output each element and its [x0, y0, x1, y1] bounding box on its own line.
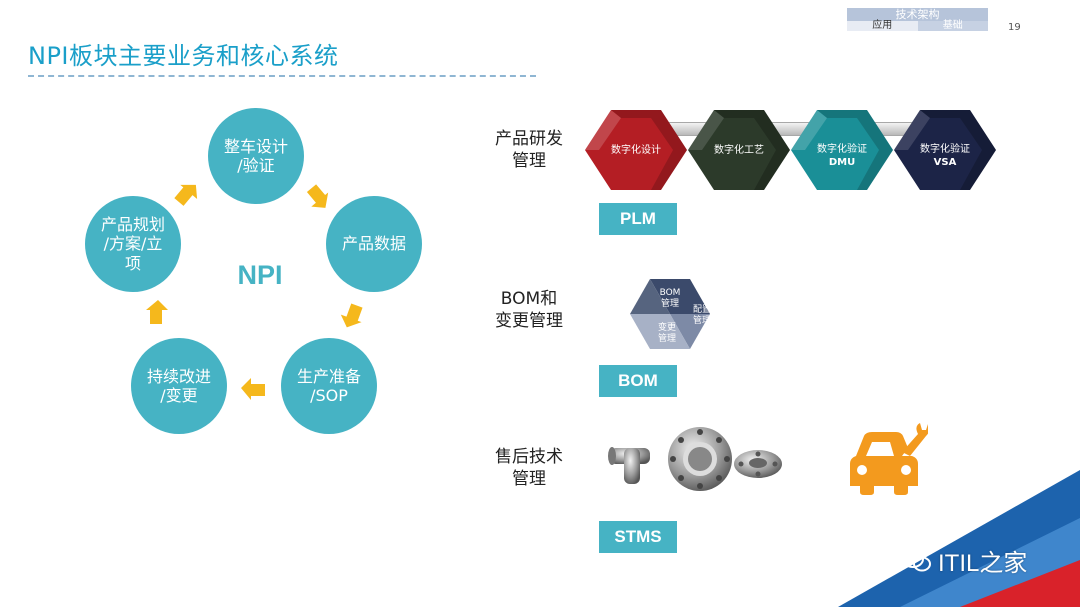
section-nav: 技术架构 应用 基础	[847, 8, 988, 31]
bom-seg-config-management: 配置 管理	[692, 305, 711, 326]
cycle-arrow-icon	[340, 303, 363, 328]
cycle-node-product-data: 产品数据	[326, 196, 422, 292]
diamond-digital-design-label: 数字化设计	[611, 145, 661, 156]
diamond-digital-process-label: 数字化工艺	[714, 145, 764, 156]
nav-section-label: 技术架构	[847, 8, 988, 21]
bom-seg-bom-management: BOM 管理	[659, 288, 681, 309]
system-badge-stms: STMS	[599, 521, 677, 553]
diamond-dmu-label-line1: 数字化验证	[817, 144, 867, 155]
cycle-node-design-validation: 整车设计 /验证	[208, 108, 304, 204]
cycle-node-continuous-improvement: 持续改进 /变更	[131, 338, 227, 434]
cycle-arrow-icon	[306, 184, 329, 208]
bom-hexagon-diagram	[630, 279, 710, 349]
watermark-text: ITIL之家	[938, 550, 1028, 577]
cycle-arrow-icon	[174, 184, 198, 206]
diamond-digital-process	[688, 110, 790, 190]
diamond-digital-validation-dmu	[791, 110, 893, 190]
cycle-arrow-icon	[241, 378, 265, 400]
row-label-rd: 产品研发 管理	[495, 129, 563, 172]
row-label-bom: BOM和 变更管理	[495, 289, 563, 332]
cycle-arrow-icon	[146, 300, 168, 324]
diamond-dmu-label-line2: DMU	[828, 157, 856, 168]
diamond-digital-design	[585, 110, 687, 190]
system-badge-plm: PLM	[599, 203, 677, 235]
diamond-vsa-label-line1: 数字化验证	[920, 144, 970, 155]
system-badge-bom: BOM	[599, 365, 677, 397]
slide-title: NPI板块主要业务和核心系统	[28, 42, 339, 70]
cycle-node-production-sop: 生产准备 /SOP	[281, 338, 377, 434]
mechanical-parts-image	[608, 427, 782, 491]
wechat-icon	[902, 549, 931, 571]
diamond-digital-validation-vsa	[894, 110, 996, 190]
nav-tab-app: 应用	[847, 21, 918, 31]
bom-seg-change-management: 变更 管理	[657, 323, 676, 344]
page-number: 19	[1008, 22, 1021, 33]
car-repair-icon	[850, 423, 928, 495]
title-divider	[28, 75, 536, 77]
row-label-aftersales: 售后技术 管理	[495, 447, 563, 490]
nav-tabs: 应用 基础	[847, 21, 988, 31]
watermark: ITIL之家	[902, 543, 1027, 578]
nav-tab-base: 基础	[917, 21, 988, 31]
diamond-vsa-label-line2: VSA	[933, 157, 957, 168]
cycle-node-product-planning: 产品规划 /方案/立 项	[85, 196, 181, 292]
npi-center-label: NPI	[237, 260, 283, 290]
